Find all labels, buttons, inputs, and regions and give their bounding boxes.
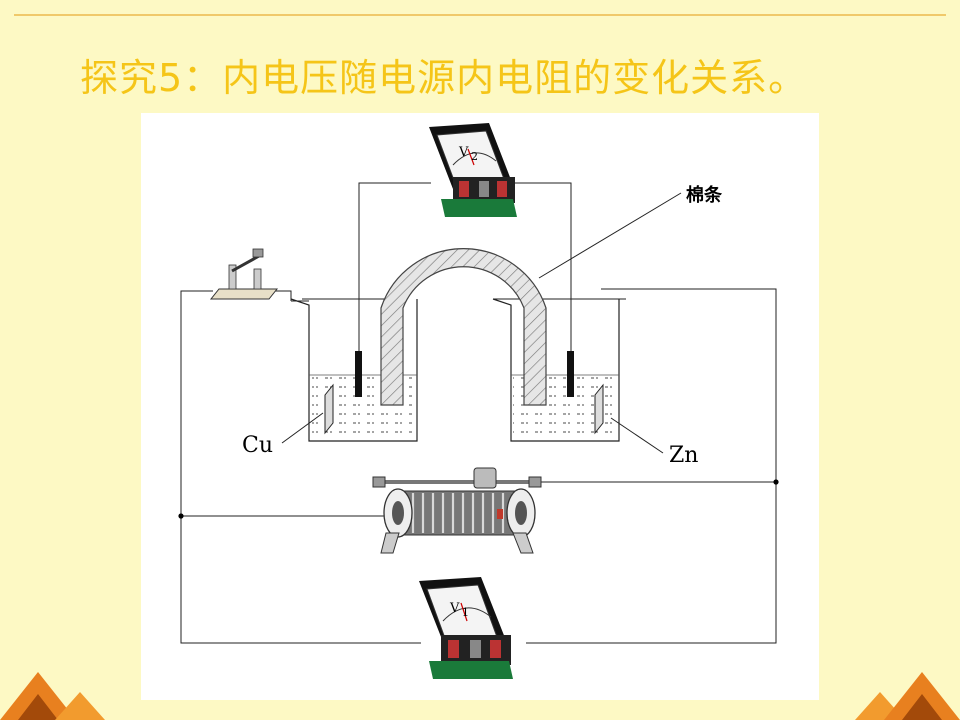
circuit-drawing bbox=[178, 123, 779, 679]
rheostat bbox=[372, 467, 542, 554]
cotton-strip bbox=[380, 248, 547, 406]
cotton-leader bbox=[538, 192, 682, 279]
zn-label: Zn bbox=[669, 443, 699, 468]
v-letter-2: V bbox=[459, 145, 469, 160]
right-probe bbox=[567, 351, 574, 397]
meter-v1-index: 1 bbox=[462, 606, 469, 619]
top-rule bbox=[14, 14, 946, 16]
v-letter-1: V bbox=[450, 601, 460, 616]
junction-left bbox=[178, 513, 184, 519]
cotton-strip-label: 棉条 bbox=[686, 185, 722, 206]
zn-leader bbox=[610, 417, 664, 454]
junction-right bbox=[773, 479, 779, 485]
cu-leader bbox=[281, 412, 324, 444]
zn-plate bbox=[594, 383, 604, 435]
left-probe bbox=[355, 351, 362, 397]
cu-label: Cu bbox=[242, 433, 274, 458]
voltmeter-v2 bbox=[429, 123, 517, 217]
voltmeter-v1 bbox=[419, 577, 513, 679]
corner-decoration-left bbox=[0, 672, 105, 720]
right-beaker bbox=[492, 298, 626, 442]
meter-v2-index: 2 bbox=[471, 150, 478, 163]
corner-decoration-right bbox=[855, 672, 960, 720]
cu-plate bbox=[324, 383, 334, 435]
circuit-wires bbox=[180, 182, 777, 644]
experiment-diagram: V 2 V 1 Cu Zn 棉条 bbox=[141, 113, 819, 700]
knife-switch bbox=[209, 248, 279, 300]
slide-title: 探究5：内电压随电源内电阻的变化关系。 bbox=[80, 56, 808, 100]
